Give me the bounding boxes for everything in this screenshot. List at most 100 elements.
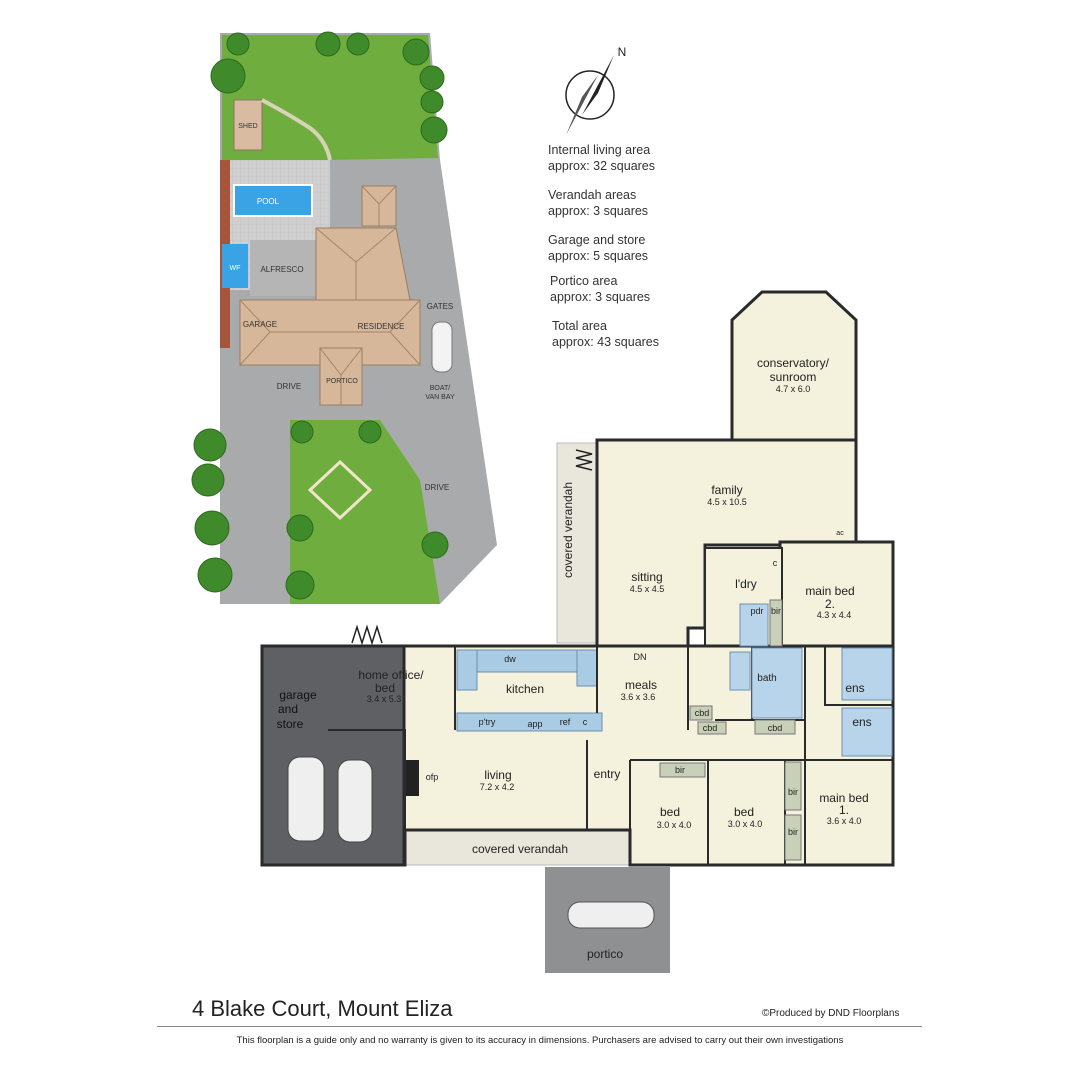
cupboards — [659, 599, 802, 861]
bir-label-1: bir — [771, 606, 781, 616]
site-shed — [233, 99, 263, 151]
ens-label-1: ens — [845, 681, 864, 695]
cbd-label-1: cbd — [695, 708, 710, 718]
site-front-lawn — [290, 420, 440, 604]
kitchen-bench-left — [456, 649, 478, 691]
cbd-label-3: cbd — [768, 723, 783, 733]
main-bed-2-label-2: 2. — [825, 597, 835, 611]
c-label-laundry: c — [773, 558, 778, 568]
main-bed-2-label-1: main bed — [805, 584, 854, 598]
dw-label: dw — [504, 654, 516, 664]
site-garden-path — [261, 98, 332, 161]
garage-store-label-3: store — [277, 717, 304, 731]
portico-car — [567, 901, 655, 929]
home-office-label-1: home office/ — [358, 668, 424, 682]
wc-tiles — [729, 651, 751, 691]
side-verandah-label: covered verandah — [561, 482, 575, 578]
site-pool-label: POOL — [257, 197, 280, 206]
meals-label: meals — [625, 678, 657, 692]
site-wf-label: WF — [230, 265, 241, 272]
bed-a-label: bed — [660, 805, 680, 819]
c-label-kitchen: c — [583, 717, 588, 727]
site-boat — [431, 321, 453, 373]
kitchen-bench-side — [576, 649, 598, 687]
bathroom-tiles — [751, 647, 803, 719]
site-boat-bay-label-2: VAN BAY — [425, 394, 455, 401]
main-bed-1-dims: 3.6 x 4.0 — [827, 816, 862, 826]
area-label: Portico area — [550, 274, 618, 288]
footer-divider — [157, 1026, 922, 1027]
side-verandah — [556, 442, 598, 644]
family-label: family — [711, 483, 742, 497]
area-label: Garage and store — [548, 233, 646, 247]
bed-b-label: bed — [734, 805, 754, 819]
area-summary: Internal living area approx: 32 squares — [548, 142, 655, 174]
living-dims: 7.2 x 4.2 — [480, 782, 515, 792]
garage-car-2 — [337, 759, 373, 843]
area-item-portico: Portico area approx: 3 squares — [550, 273, 650, 305]
laundry-label: l'dry — [735, 577, 757, 591]
site-boat-bay-label-1: BOAT/ — [430, 385, 451, 392]
family-dims: 4.5 x 10.5 — [707, 497, 747, 507]
site-trees — [191, 31, 449, 600]
room-garage — [260, 644, 406, 867]
home-office-dims: 3.4 x 5.3 — [367, 694, 402, 704]
site-alfresco — [250, 240, 320, 296]
area-value: approx: 32 squares — [548, 159, 656, 173]
bir-label-2: bir — [675, 765, 685, 775]
site-roof-ridges — [239, 185, 421, 405]
site-gates-label: GATES — [427, 302, 454, 311]
area-value: approx: 5 squares — [548, 249, 649, 263]
front-verandah-label: covered verandah — [472, 842, 568, 856]
bir-label-4: bir — [788, 827, 798, 837]
floor-plan: portico covered verandah covered veranda… — [260, 290, 895, 973]
ac-label: ac — [836, 530, 844, 537]
ensuite-2-tiles — [841, 707, 893, 757]
ensuite-1-tiles — [841, 647, 893, 701]
garage-car-1 — [287, 756, 325, 842]
bir-label-3: bir — [788, 787, 798, 797]
conservatory-label-2: sunroom — [770, 370, 817, 384]
cbd-label-2: cbd — [703, 723, 718, 733]
ofp-label: ofp — [426, 772, 439, 782]
entry-label: entry — [594, 767, 621, 781]
disclaimer: This floorplan is a guide only and no wa… — [236, 1035, 844, 1046]
site-drive-label-1: DRIVE — [277, 382, 301, 391]
site-shed-label: SHED — [238, 123, 257, 130]
area-item-verandah: Verandah areas approx: 3 squares — [548, 187, 648, 219]
garage-store-label-1: garage — [279, 688, 317, 702]
powder-room-tiles — [739, 603, 769, 647]
fireplace — [405, 760, 419, 796]
conservatory-dims: 4.7 x 6.0 — [776, 384, 811, 394]
garage-store-label-2: and — [278, 702, 298, 716]
site-alfresco-label: ALFRESCO — [260, 265, 303, 274]
window-zigzag-1 — [351, 624, 383, 646]
property-address: 4 Blake Court, Mount Eliza — [192, 996, 453, 1021]
appliance-label: app — [527, 719, 542, 729]
area-item-garage: Garage and store approx: 5 squares — [548, 232, 648, 264]
sitting-dims: 4.5 x 4.5 — [630, 584, 665, 594]
meals-dims: 3.6 x 3.6 — [621, 692, 656, 702]
site-pool — [233, 184, 313, 217]
site-plan: SHED POOL WF ALFRESCO GATES GARAGE RESID… — [191, 31, 497, 604]
area-label: Internal living area — [548, 143, 651, 157]
compass-north-letter: N — [618, 45, 627, 59]
site-residence-label: RESIDENCE — [358, 322, 405, 331]
kitchen-bench-bottom — [456, 712, 603, 732]
main-bed-1-label-1: main bed — [819, 791, 868, 805]
pantry-label: p'try — [479, 717, 496, 727]
bath-label: bath — [757, 673, 776, 684]
producer-credit: ©Produced by DND Floorplans — [762, 1008, 900, 1019]
area-label: Verandah areas — [548, 188, 637, 202]
site-garage-label: GARAGE — [243, 320, 277, 329]
area-value: approx: 43 squares — [552, 335, 660, 349]
main-bed-1-label-2: 1. — [839, 803, 849, 817]
ens-label-2: ens — [852, 715, 871, 729]
living-label: living — [484, 768, 511, 782]
area-label: Total area — [552, 319, 607, 333]
bed-a-dims: 3.0 x 4.0 — [657, 820, 692, 830]
area-value: approx: 3 squares — [550, 290, 651, 304]
dn-label: DN — [634, 652, 647, 662]
kitchen-bench-top — [456, 649, 598, 673]
